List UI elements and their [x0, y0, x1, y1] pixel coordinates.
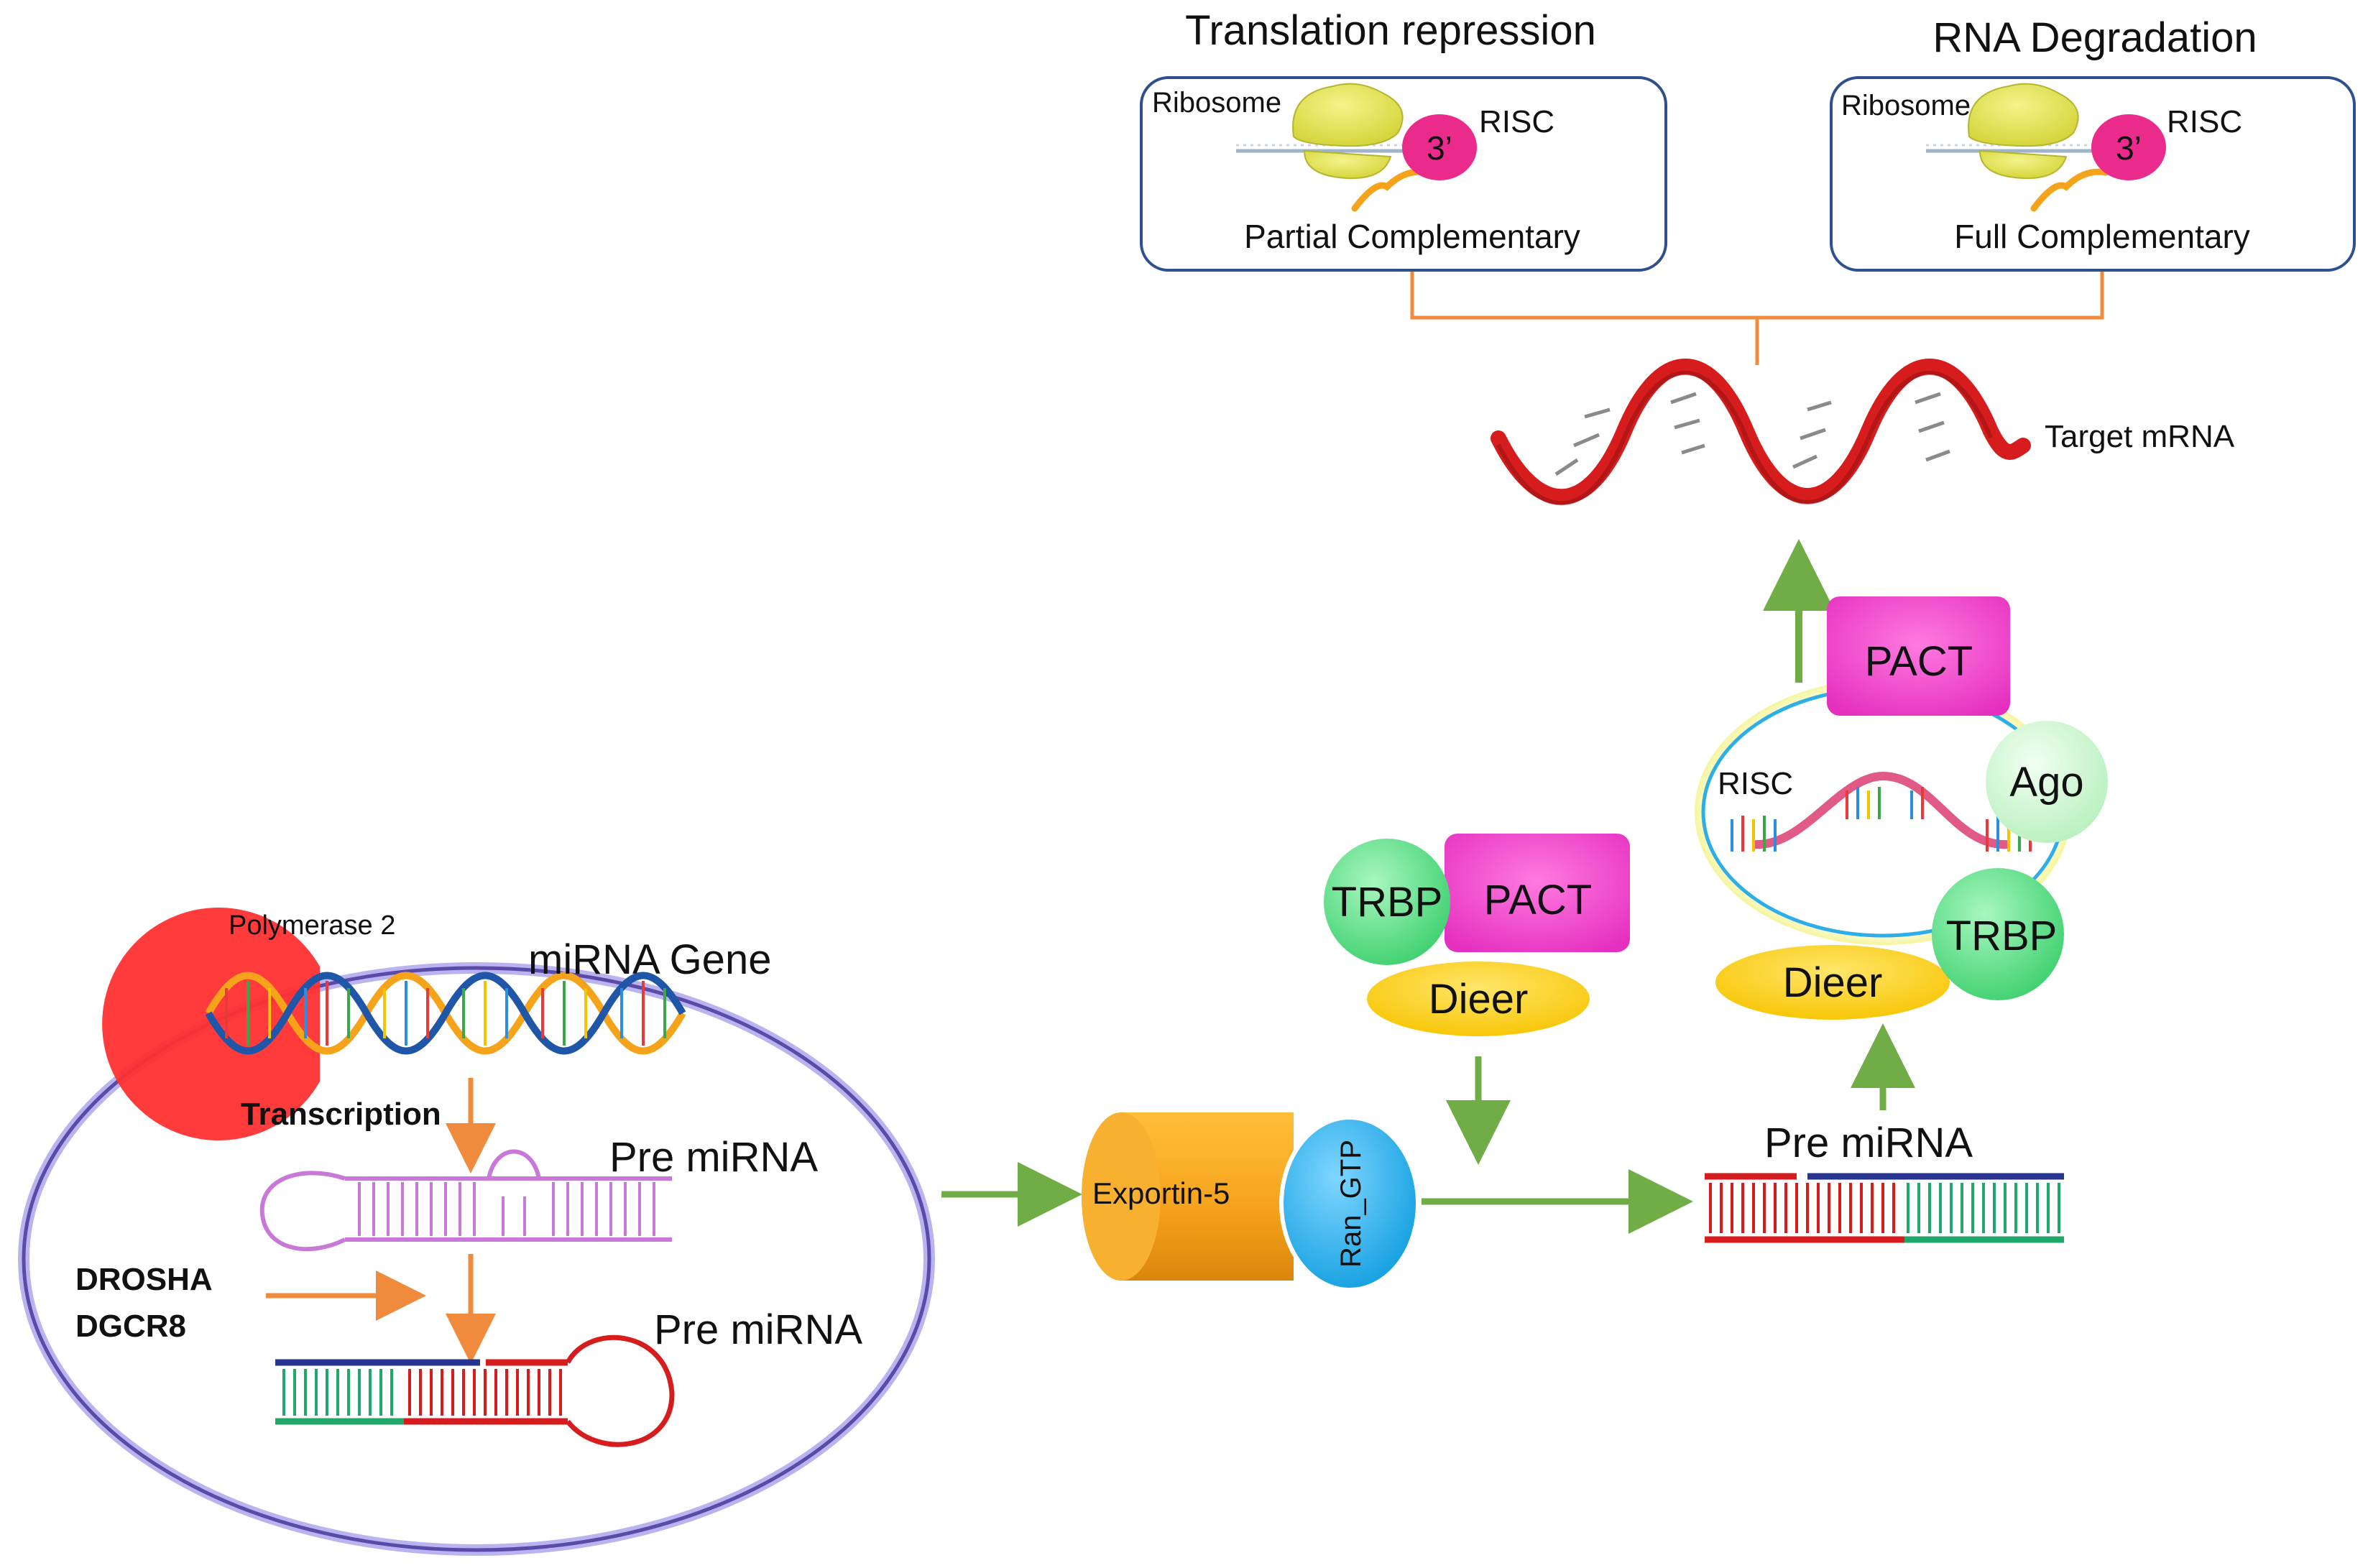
ribosome-label: Ribosome: [1841, 90, 1971, 121]
risc-3prime-marker: [1402, 114, 1477, 180]
risc-label-complex: RISC: [1718, 766, 1793, 801]
drosha-label: DROSHA: [75, 1262, 213, 1297]
panel-bracket-connector: [1410, 272, 2104, 365]
ribosome-label: Ribosome: [1152, 87, 1281, 119]
exportin-5-icon: [1082, 1112, 1294, 1281]
dna-helix-icon: [205, 972, 686, 1055]
partial-complementary-caption: Partial Complementary: [1244, 218, 1580, 255]
pact-label-risc: PACT: [1865, 638, 1973, 685]
ribosome-icon: [1236, 83, 1409, 180]
pri-mirna-hairpin-icon: [259, 1149, 672, 1252]
risc-3prime-marker: [2091, 114, 2166, 180]
ago-label: Ago: [2009, 759, 2083, 806]
pre-mirna-duplex-icon: [1705, 1173, 2064, 1243]
dicer-label-risc: Dieer: [1783, 959, 1883, 1006]
dicer-label: Dieer: [1429, 976, 1529, 1023]
pact-box: [1445, 834, 1630, 952]
ran-gtp-icon: [1279, 1115, 1420, 1292]
trbp-label: TRBP: [1332, 879, 1443, 926]
three-prime-label: 3’: [1427, 129, 1452, 167]
full-complementary-caption: Full Complementary: [1954, 218, 2250, 255]
mirna-strand-icon: [1351, 168, 1430, 212]
polymerase-label: Polymerase 2: [229, 910, 395, 941]
trbp-icon: [1932, 868, 2064, 1000]
three-prime-label: 3’: [2116, 129, 2142, 167]
mirna-strand-icon: [2030, 168, 2109, 212]
target-mrna-helix-icon: [1491, 359, 2031, 506]
ribosome-icon: [1926, 83, 2099, 180]
pre-mirna-label-nucleus-1: Pre miRNA: [609, 1134, 818, 1181]
target-mrna-label: Target mRNA: [2045, 419, 2235, 454]
rna-degradation-title: RNA Degradation: [1932, 14, 2257, 61]
dicer-icon: [1715, 945, 1950, 1020]
trbp-icon: [1324, 839, 1450, 965]
trbp-label-risc: TRBP: [1946, 913, 2058, 959]
ran-gtp-label: Ran_GTP: [1335, 1140, 1367, 1268]
dicer-icon: [1367, 961, 1590, 1036]
dgcr8-label: DGCR8: [75, 1309, 186, 1344]
mirna-gene-label: miRNA Gene: [528, 936, 771, 983]
pre-mirna-label-nucleus-2: Pre miRNA: [654, 1306, 862, 1353]
transcription-label: Transcription: [241, 1097, 441, 1132]
exportin-5-label: Exportin-5: [1092, 1176, 1230, 1210]
pact-label: PACT: [1484, 877, 1592, 923]
risc-label: RISC: [2167, 104, 2242, 139]
translation-repression-title: Translation repression: [1185, 7, 1596, 54]
risc-label: RISC: [1479, 104, 1554, 139]
pact-box: [1827, 596, 2010, 716]
pre-mirna-label-cytoplasm: Pre miRNA: [1764, 1120, 1973, 1166]
pre-mirna-hairpin-icon: [275, 1334, 675, 1447]
ago-icon: [1986, 721, 2108, 843]
